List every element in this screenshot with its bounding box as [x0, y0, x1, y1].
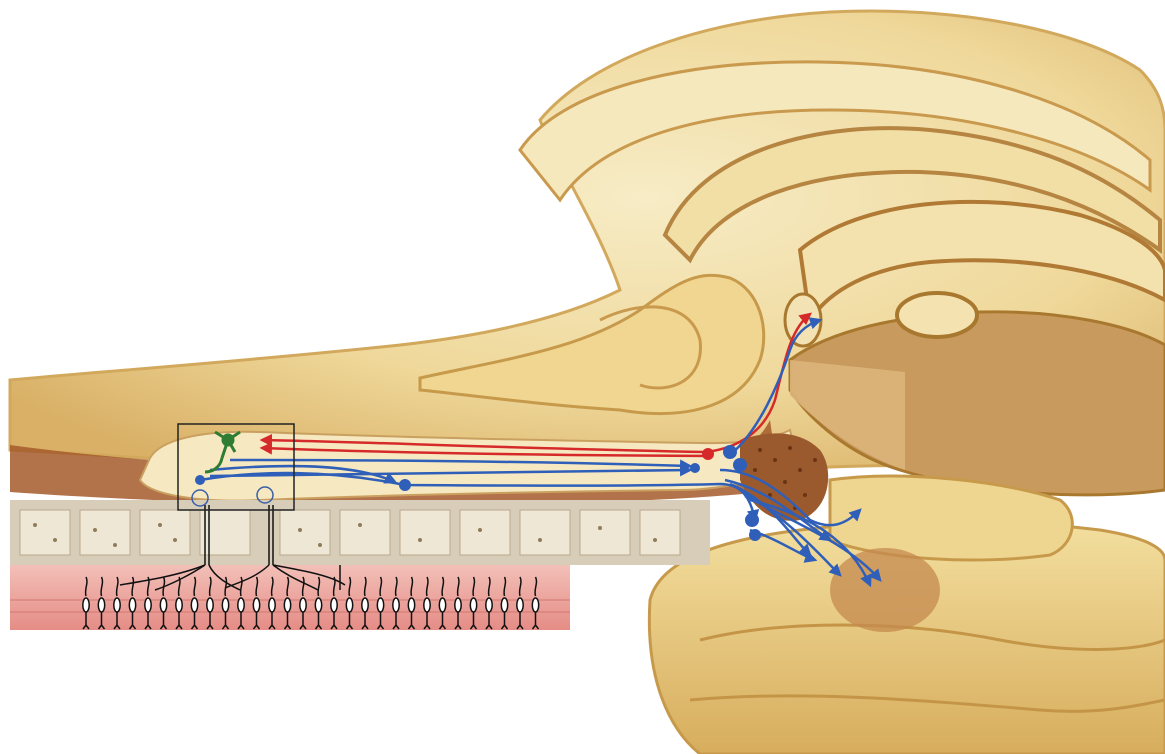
efferent-cell-bodies	[702, 448, 714, 460]
amygdala	[830, 548, 940, 632]
interthalamic-adhesion	[897, 293, 977, 337]
cribriform-plate	[10, 500, 710, 565]
olfactory-mucosa	[10, 565, 570, 630]
